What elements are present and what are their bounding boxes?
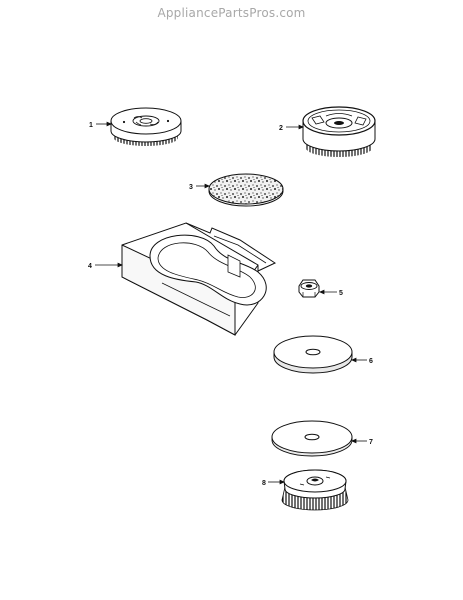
callout-3: 3 bbox=[189, 184, 193, 191]
part-6-disc bbox=[273, 335, 353, 374]
part-2-brush-ring bbox=[302, 106, 376, 157]
part-5-nut bbox=[298, 279, 320, 298]
callout-4: 4 bbox=[88, 263, 92, 270]
callout-8: 8 bbox=[262, 480, 266, 487]
part-8-brush bbox=[281, 469, 349, 511]
callout-2: 2 bbox=[279, 125, 283, 132]
callout-7: 7 bbox=[369, 439, 373, 446]
callout-1: 1 bbox=[89, 122, 93, 129]
part-1-brush-cover bbox=[110, 107, 182, 146]
callout-6: 6 bbox=[369, 358, 373, 365]
part-4-tray bbox=[121, 222, 277, 336]
part-7-thin-disc bbox=[271, 420, 353, 457]
part-3-pad bbox=[208, 173, 284, 207]
callout-5: 5 bbox=[339, 290, 343, 297]
watermark: AppliancePartsPros.com bbox=[157, 6, 306, 20]
callout-leader-lines bbox=[95, 121, 367, 485]
